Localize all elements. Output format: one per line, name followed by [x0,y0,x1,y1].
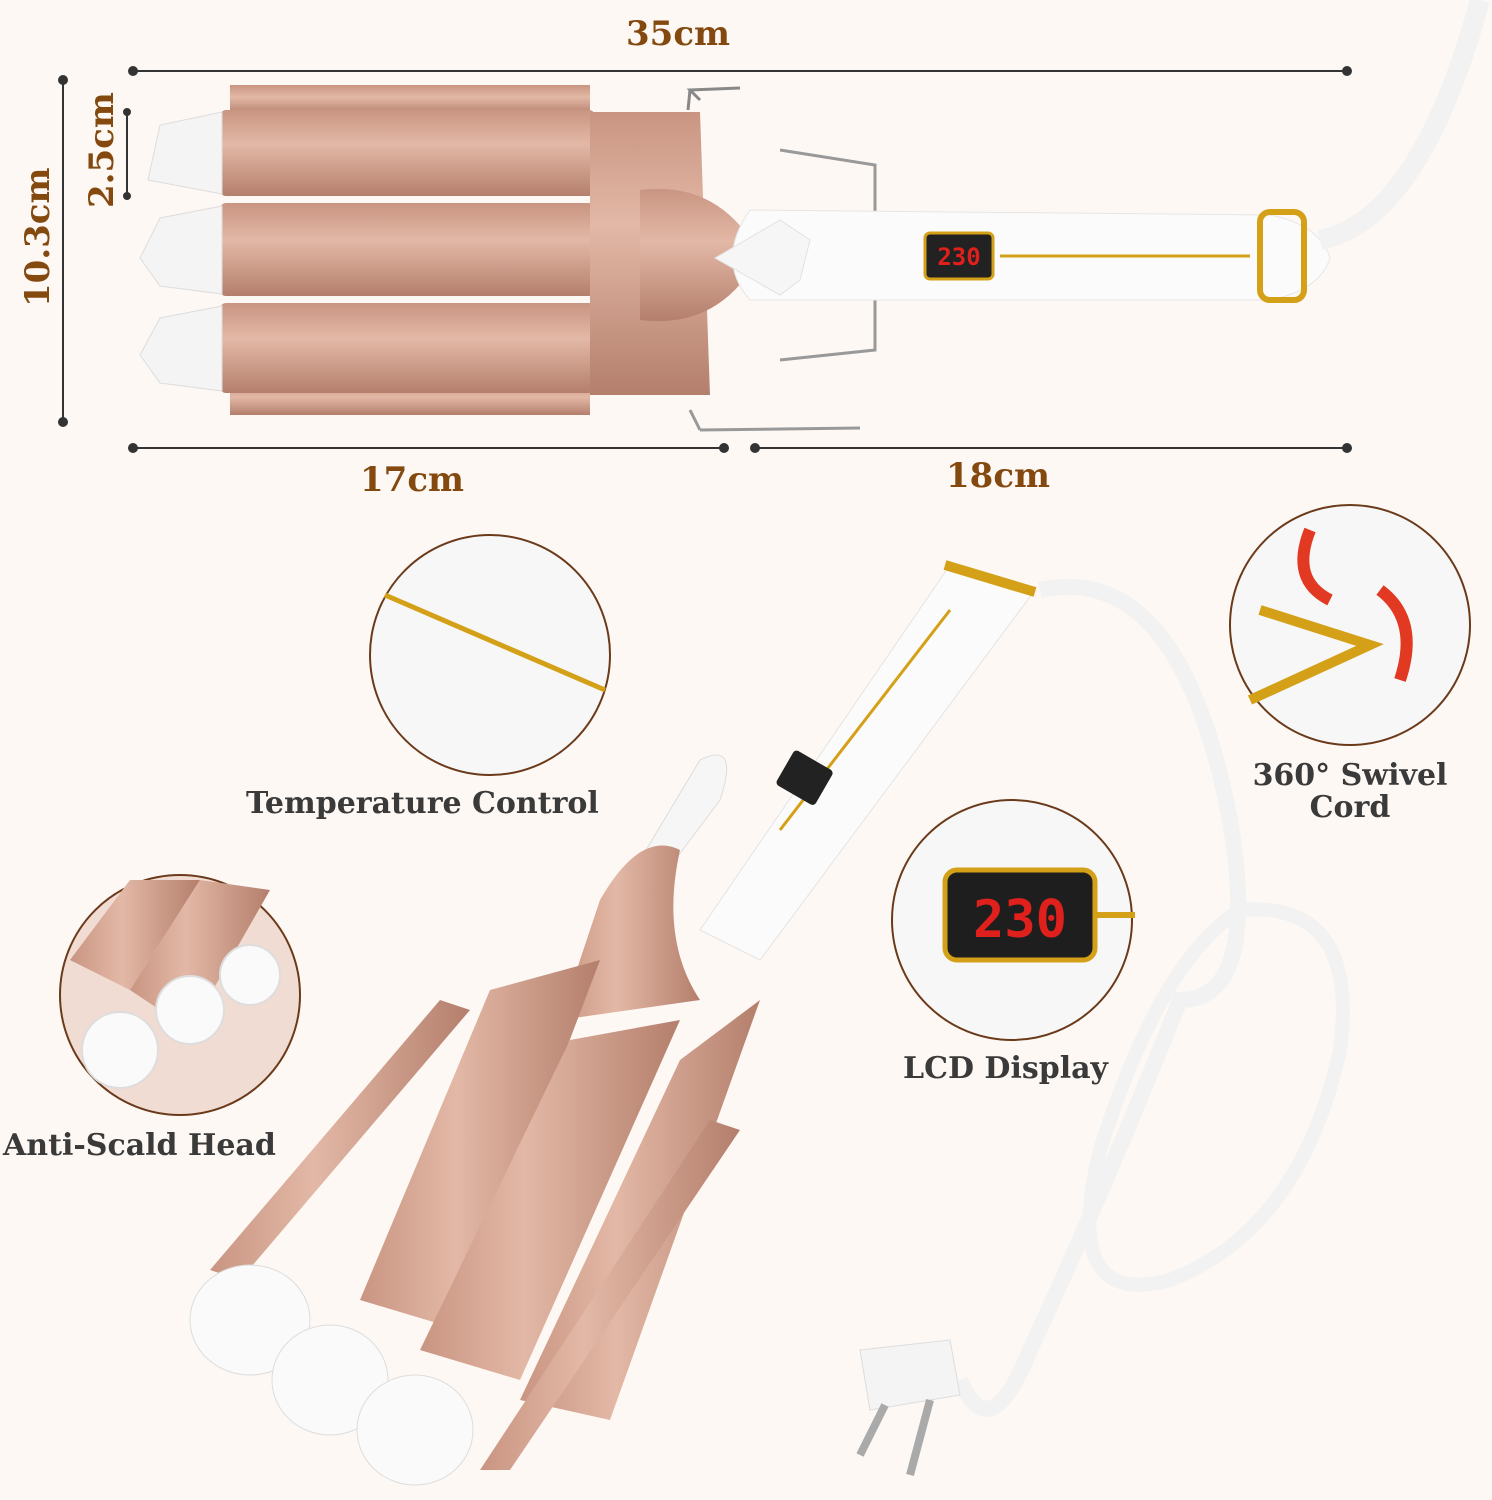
lcd-readout-zoom: 230 [973,890,1067,950]
dimension-barrel-length: 17cm [360,460,464,500]
feature-label-swivel-cord: 360° Swivel Cord [1252,758,1448,825]
curler-top-view: 230 [139,0,1490,432]
feature-circle-temperature [369,534,611,776]
feature-circle-lcd: 230 [891,799,1135,1041]
feature-label-lcd-display: LCD Display [903,1051,1108,1086]
curler-angled-view [189,560,1350,1486]
dimension-barrel-diameter: 2.5cm [82,92,122,208]
dimension-total-length: 35cm [626,14,730,54]
dimension-handle-length: 18cm [946,456,1050,496]
feature-label-anti-scald-head: Anti-Scald Head [3,1128,276,1163]
dimension-lines [58,66,1352,453]
rotate-arrow-icon [1376,585,1413,682]
feature-label-temperature-control: Temperature Control [246,786,599,821]
feature-circle-anti-scald [59,874,301,1116]
feature-circle-swivel [1229,504,1471,746]
lcd-readout-top: 230 [937,243,980,271]
dimension-height: 10.3cm [18,167,58,308]
rotate-arrow-icon [1297,527,1333,606]
